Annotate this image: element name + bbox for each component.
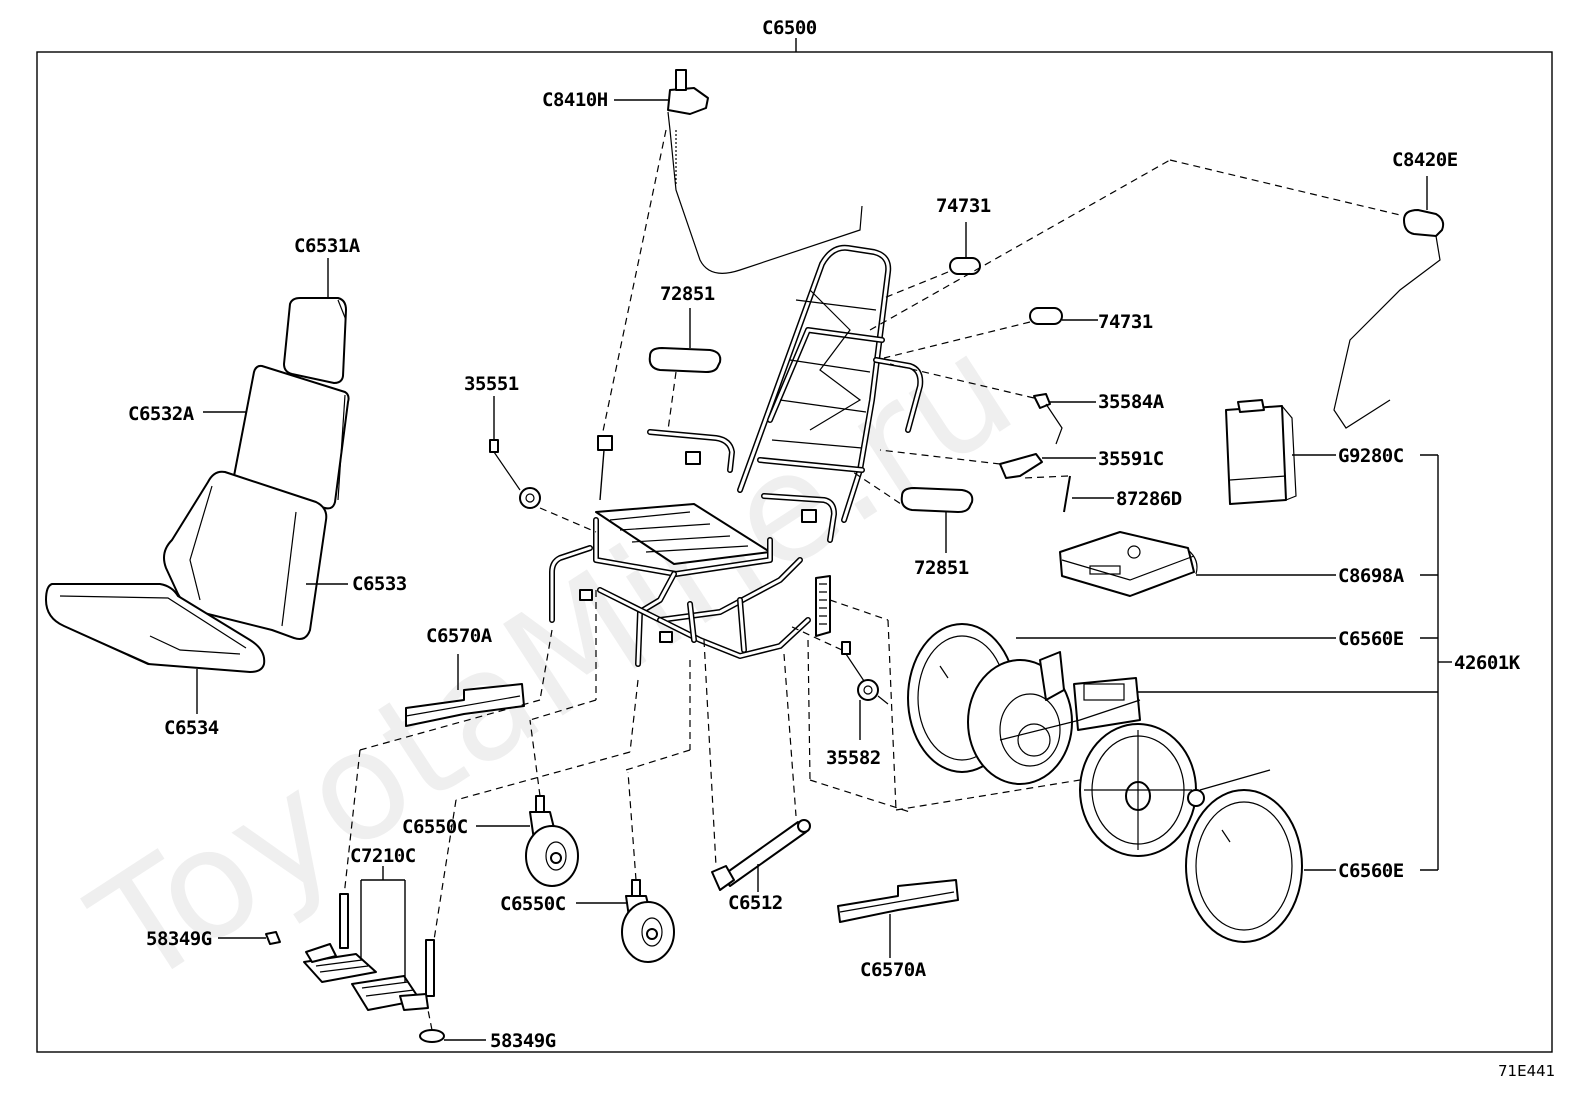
joystick-controller[interactable] [667, 69, 863, 274]
headrest-part[interactable] [283, 297, 347, 384]
assembly-frame [36, 51, 1553, 1053]
battery-part[interactable] [1225, 399, 1297, 505]
label-c6512: C6512 [728, 892, 783, 914]
label-c6533: C6533 [352, 573, 407, 595]
tray-part[interactable] [1059, 531, 1198, 597]
actuator-part[interactable] [711, 819, 811, 891]
part-35591c[interactable] [999, 453, 1043, 479]
label-c7210c: C7210C [350, 845, 416, 867]
label-c8698a: C8698A [1338, 565, 1405, 587]
drive-wheel-right[interactable] [1079, 723, 1271, 857]
label-c6560e-top: C6560E [1338, 628, 1404, 650]
backrest-upper-part[interactable] [232, 364, 350, 510]
label-c8410h: C8410H [542, 89, 608, 111]
label-42601k: 42601K [1454, 652, 1521, 674]
label-c6570a-left: C6570A [426, 625, 493, 647]
label-g9280c: G9280C [1338, 445, 1404, 467]
part-35584a[interactable] [1033, 393, 1063, 445]
c8420e-controller[interactable] [1333, 209, 1445, 429]
part-35582[interactable] [841, 641, 889, 705]
label-35584a: 35584A [1098, 391, 1165, 413]
seat-cushion-part[interactable] [45, 583, 266, 673]
label-35551: 35551 [464, 373, 519, 395]
rear-wheel-right[interactable] [1185, 789, 1303, 943]
part-87286d[interactable] [1063, 475, 1071, 513]
part-58349g-top[interactable] [265, 931, 281, 945]
drive-motor-assembly[interactable] [967, 651, 1141, 785]
label-58349g-bottom: 58349G [490, 1030, 556, 1052]
label-c6570a-bottom: C6570A [860, 959, 927, 981]
c7210c-bracket [360, 866, 406, 982]
label-c6500: C6500 [762, 17, 817, 39]
label-c6550c-top: C6550C [402, 816, 468, 838]
grip-right[interactable] [1029, 307, 1063, 325]
label-72851-top: 72851 [660, 283, 715, 305]
label-c6532a: C6532A [128, 403, 195, 425]
label-58349g-left: 58349G [146, 928, 212, 950]
label-72851-bottom: 72851 [914, 557, 969, 579]
armrest-pad-right[interactable] [900, 487, 974, 513]
diagram-code: 71E441 [1498, 1062, 1555, 1080]
label-74731-top: 74731 [936, 195, 991, 217]
part-35551[interactable] [489, 439, 541, 509]
label-c6534: C6534 [164, 717, 219, 739]
side-cover-left[interactable] [405, 683, 525, 727]
part-58349g-bottom[interactable] [419, 1029, 445, 1043]
grip-top[interactable] [949, 257, 981, 275]
label-87286d: 87286D [1116, 488, 1182, 510]
label-c6550c-bottom: C6550C [500, 893, 566, 915]
footrest-assembly[interactable] [303, 893, 435, 1011]
label-35591c: 35591C [1098, 448, 1164, 470]
side-cover-bottom[interactable] [837, 879, 959, 923]
caster-wheel-top[interactable] [525, 795, 579, 887]
label-74731-right: 74731 [1098, 311, 1153, 333]
kit-42601k-bracket [1138, 454, 1452, 871]
label-c6560e-bottom: C6560E [1338, 860, 1404, 882]
label-c8420e: C8420E [1392, 149, 1458, 171]
armrest-pad-left[interactable] [648, 347, 722, 373]
label-c6531a: C6531A [294, 235, 361, 257]
label-35582: 35582 [826, 747, 881, 769]
wheelchair-frame[interactable] [549, 244, 924, 667]
caster-wheel-bottom[interactable] [621, 879, 675, 963]
